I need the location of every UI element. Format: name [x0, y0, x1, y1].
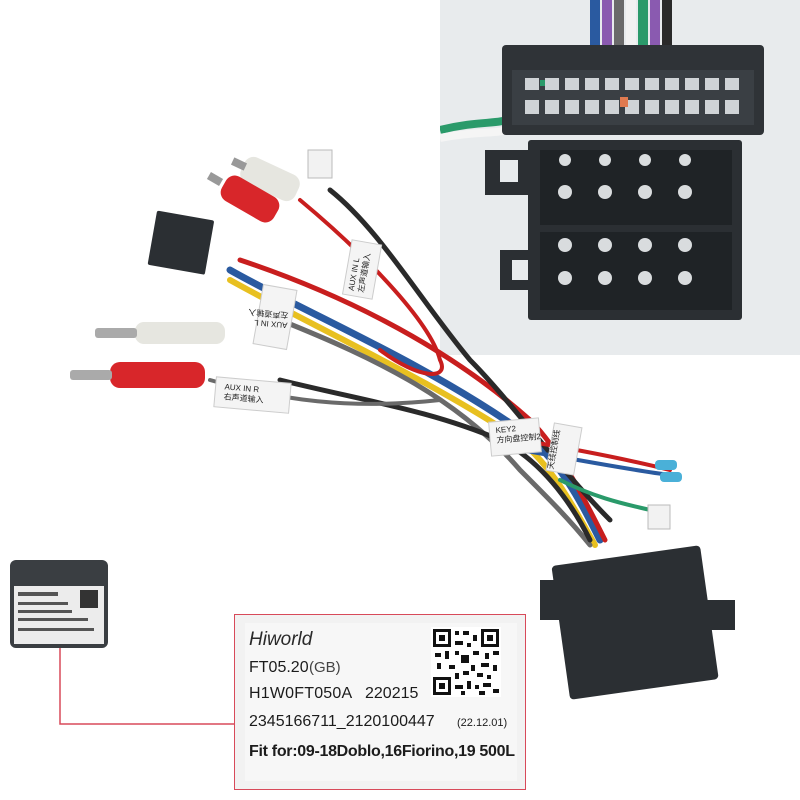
tag-key2	[488, 417, 542, 457]
rca-plug-white-upper	[230, 156, 300, 202]
product-label: Hiworld FT05.20 (GB) H1W0FT050A 220215 2…	[245, 623, 517, 781]
white-connector-right	[647, 504, 671, 530]
label-fitment: Fit for:09-18Doblo,16Fiorino,19 500L	[249, 743, 515, 760]
iso-connector-drawing	[440, 0, 800, 355]
tag-aux-l-text: AUX IN L 左声道输入	[248, 307, 289, 330]
label-brand: Hiworld	[249, 629, 313, 650]
small-connector	[147, 210, 214, 275]
label-model-suffix: (GB)	[309, 659, 341, 676]
can-decoder-module-photo	[10, 560, 108, 648]
rca-plug-red-left	[70, 362, 205, 388]
wire-bundle	[208, 187, 672, 548]
tag-aux-l	[252, 283, 298, 351]
tag-aux-r-left-text: AUX IN R 右声道输入	[223, 382, 264, 405]
iso-connector-main	[540, 545, 735, 700]
qr-code-icon	[431, 627, 501, 697]
blue-cap-2	[660, 472, 682, 482]
connector-closeup-photo	[440, 0, 800, 355]
rca-plug-red-upper	[206, 172, 280, 223]
tag-aux-upper	[341, 239, 383, 300]
tag-key2-text: KEY2 方向盘控制2	[495, 424, 542, 445]
label-revision: (22.12.01)	[457, 717, 508, 729]
label-model: FT05.20	[249, 659, 309, 676]
tag-aux-r-left	[213, 376, 292, 414]
top-pin-row	[525, 78, 739, 114]
label-serial: 2345166711_2120100447	[249, 713, 435, 730]
rca-plug-white-left	[95, 322, 225, 344]
label-date-code: 220215	[365, 685, 419, 702]
blue-cap-1	[655, 460, 677, 470]
label-zoom-card: Hiworld FT05.20 (GB) H1W0FT050A 220215 2…	[234, 614, 526, 790]
white-connector-top	[307, 149, 333, 179]
top-wires	[590, 0, 672, 55]
label-part-number: H1W0FT050A	[249, 685, 353, 702]
tag-antenna	[545, 422, 583, 476]
pin-grid	[558, 154, 692, 285]
